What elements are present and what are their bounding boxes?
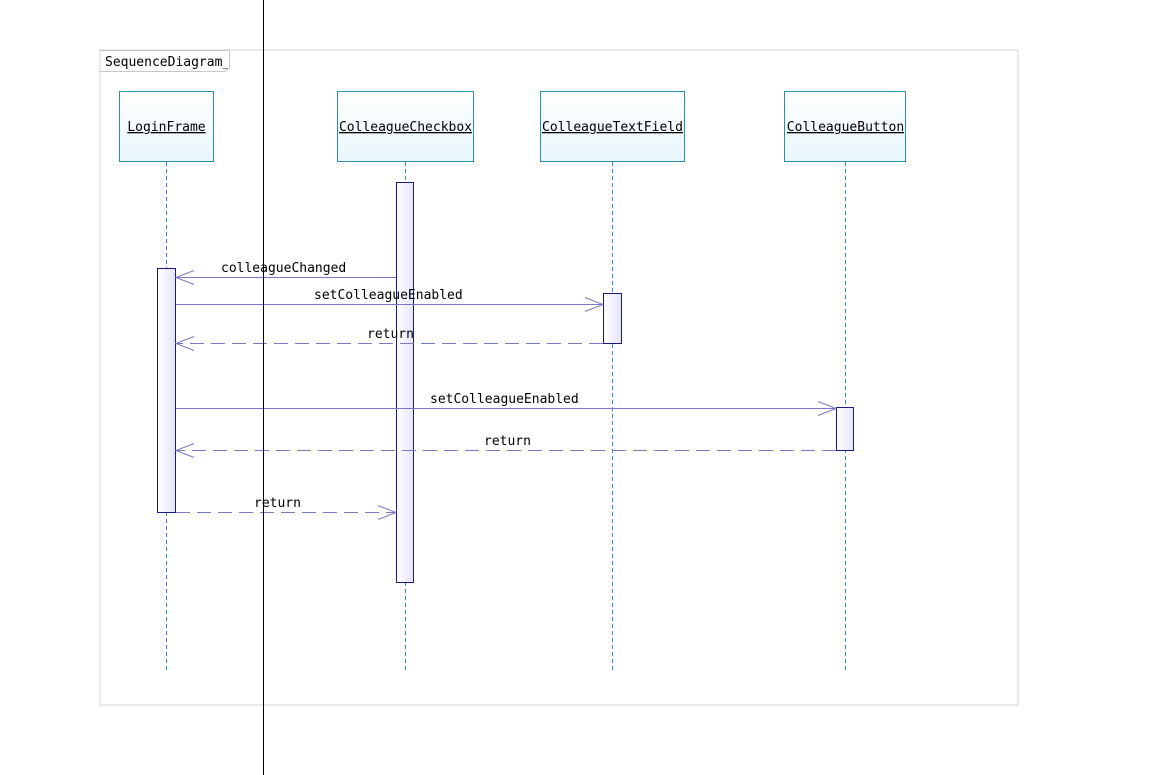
activation-textfield[interactable] bbox=[603, 293, 622, 344]
object-textfield[interactable]: ColleagueTextField bbox=[540, 91, 685, 162]
message-label-return-textfield: return bbox=[367, 327, 414, 342]
message-label-set-enabled-button: setColleagueEnabled bbox=[430, 392, 579, 407]
object-label-checkbox: ColleagueCheckbox bbox=[339, 120, 472, 135]
message-set-enabled-textfield[interactable]: setColleagueEnabled bbox=[176, 288, 605, 312]
object-button[interactable]: ColleagueButton bbox=[784, 91, 906, 162]
object-label-loginframe: LoginFrame bbox=[127, 120, 205, 135]
message-label-return-loginframe: return bbox=[254, 496, 301, 511]
message-return-loginframe[interactable]: return bbox=[176, 496, 398, 520]
diagram-frame bbox=[99, 49, 1019, 706]
object-label-textfield: ColleagueTextField bbox=[542, 120, 683, 135]
message-colleague-changed[interactable]: colleagueChanged bbox=[174, 261, 396, 285]
message-label-set-enabled-textfield: setColleagueEnabled bbox=[314, 288, 463, 303]
message-return-textfield[interactable]: return bbox=[174, 327, 603, 351]
message-label-colleague-changed: colleagueChanged bbox=[221, 261, 346, 276]
message-label-return-button: return bbox=[484, 434, 531, 449]
activation-checkbox[interactable] bbox=[396, 182, 414, 583]
object-checkbox[interactable]: ColleagueCheckbox bbox=[337, 91, 474, 162]
object-label-button: ColleagueButton bbox=[787, 120, 904, 135]
activation-button[interactable] bbox=[836, 407, 854, 451]
frame-title: SequenceDiagram_3 bbox=[105, 55, 238, 70]
message-set-enabled-button[interactable]: setColleagueEnabled bbox=[176, 392, 838, 416]
message-return-button[interactable]: return bbox=[174, 434, 836, 458]
frame-title-tab: SequenceDiagram_3 bbox=[100, 50, 238, 72]
object-loginframe[interactable]: LoginFrame bbox=[119, 91, 214, 162]
activation-loginframe[interactable] bbox=[157, 268, 176, 513]
